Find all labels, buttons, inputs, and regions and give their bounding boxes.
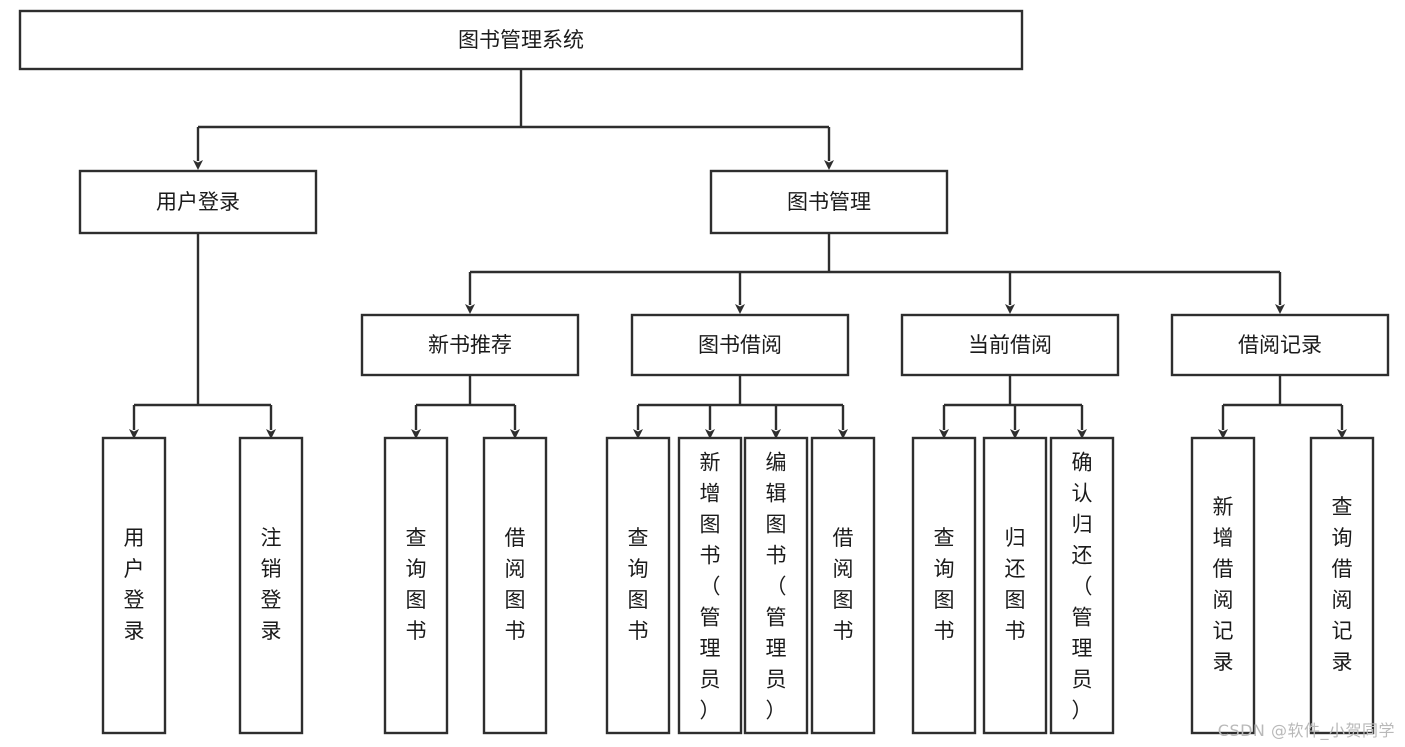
node-label-book-management: 图书管理	[787, 190, 871, 214]
node-label-leaf-return-book: 归还图书	[1005, 526, 1026, 643]
node-box-leaf-user-login	[101, 436, 167, 735]
node-box-leaf-logout	[238, 436, 304, 735]
node-box-current-borrow	[900, 313, 1120, 377]
node-leaf-add-borrow-record[interactable]: 新增借阅记录	[1190, 436, 1256, 735]
node-leaf-confirm-return-admin[interactable]: 确认归还（管理员）	[1049, 436, 1115, 735]
node-label-new-book-recommend: 新书推荐	[428, 333, 512, 357]
node-box-book-borrow	[630, 313, 850, 377]
node-box-new-book-recommend	[360, 313, 580, 377]
node-borrow-record[interactable]: 借阅记录	[1170, 313, 1390, 377]
node-root[interactable]: 图书管理系统	[18, 9, 1024, 71]
node-label-leaf-query-book-rec: 查询图书	[406, 526, 427, 643]
node-leaf-edit-book-admin[interactable]: 编辑图书（管理员）	[743, 436, 809, 735]
node-label-borrow-record: 借阅记录	[1238, 333, 1322, 357]
node-label-leaf-add-borrow-record: 新增借阅记录	[1213, 495, 1234, 674]
node-box-leaf-query-book-borrow	[605, 436, 671, 735]
node-box-leaf-borrow-book-borrow	[810, 436, 876, 735]
node-label-user-login: 用户登录	[156, 190, 240, 214]
csdn-watermark: CSDN @软件_小贺同学	[1217, 721, 1395, 740]
node-label-leaf-edit-book-admin: 编辑图书（管理员）	[766, 451, 787, 723]
node-book-borrow[interactable]: 图书借阅	[630, 313, 850, 377]
node-leaf-borrow-book-borrow[interactable]: 借阅图书	[810, 436, 876, 735]
node-box-leaf-confirm-return-admin	[1049, 436, 1115, 735]
node-label-leaf-confirm-return-admin: 确认归还（管理员）	[1072, 451, 1093, 723]
node-label-leaf-logout: 注销登录	[261, 526, 282, 643]
node-box-leaf-add-book-admin	[677, 436, 743, 735]
node-leaf-logout[interactable]: 注销登录	[238, 436, 304, 735]
node-label-root: 图书管理系统	[458, 28, 584, 52]
node-box-leaf-query-book-current	[911, 436, 977, 735]
node-book-management[interactable]: 图书管理	[709, 169, 949, 235]
node-label-leaf-borrow-book-rec: 借阅图书	[505, 526, 526, 643]
node-new-book-recommend[interactable]: 新书推荐	[360, 313, 580, 377]
node-label-leaf-user-login: 用户登录	[124, 526, 145, 643]
node-leaf-query-book-rec[interactable]: 查询图书	[383, 436, 449, 735]
node-user-login[interactable]: 用户登录	[78, 169, 318, 235]
node-label-leaf-borrow-book-borrow: 借阅图书	[833, 526, 854, 643]
node-label-leaf-query-book-borrow: 查询图书	[628, 526, 649, 643]
node-box-leaf-borrow-book-rec	[482, 436, 548, 735]
node-boxes: 图书管理系统用户登录图书管理新书推荐图书借阅当前借阅借阅记录用户登录注销登录查询…	[18, 9, 1390, 735]
node-box-leaf-query-borrow-record	[1309, 436, 1375, 735]
node-box-leaf-query-book-rec	[383, 436, 449, 735]
node-label-leaf-query-borrow-record: 查询借阅记录	[1332, 495, 1353, 674]
node-box-leaf-add-borrow-record	[1190, 436, 1256, 735]
connector-lines	[129, 69, 1347, 439]
node-leaf-return-book[interactable]: 归还图书	[982, 436, 1048, 735]
node-label-leaf-query-book-current: 查询图书	[934, 526, 955, 643]
node-box-book-management	[709, 169, 949, 235]
node-leaf-add-book-admin[interactable]: 新增图书（管理员）	[677, 436, 743, 735]
node-leaf-query-book-current[interactable]: 查询图书	[911, 436, 977, 735]
node-leaf-query-borrow-record[interactable]: 查询借阅记录	[1309, 436, 1375, 735]
node-label-current-borrow: 当前借阅	[968, 333, 1052, 357]
node-box-borrow-record	[1170, 313, 1390, 377]
node-leaf-borrow-book-rec[interactable]: 借阅图书	[482, 436, 548, 735]
node-label-book-borrow: 图书借阅	[698, 333, 782, 357]
node-current-borrow[interactable]: 当前借阅	[900, 313, 1120, 377]
node-label-leaf-add-book-admin: 新增图书（管理员）	[700, 451, 721, 723]
node-leaf-query-book-borrow[interactable]: 查询图书	[605, 436, 671, 735]
node-box-leaf-edit-book-admin	[743, 436, 809, 735]
node-leaf-user-login[interactable]: 用户登录	[101, 436, 167, 735]
node-box-leaf-return-book	[982, 436, 1048, 735]
node-box-user-login	[78, 169, 318, 235]
node-box-root	[18, 9, 1024, 71]
